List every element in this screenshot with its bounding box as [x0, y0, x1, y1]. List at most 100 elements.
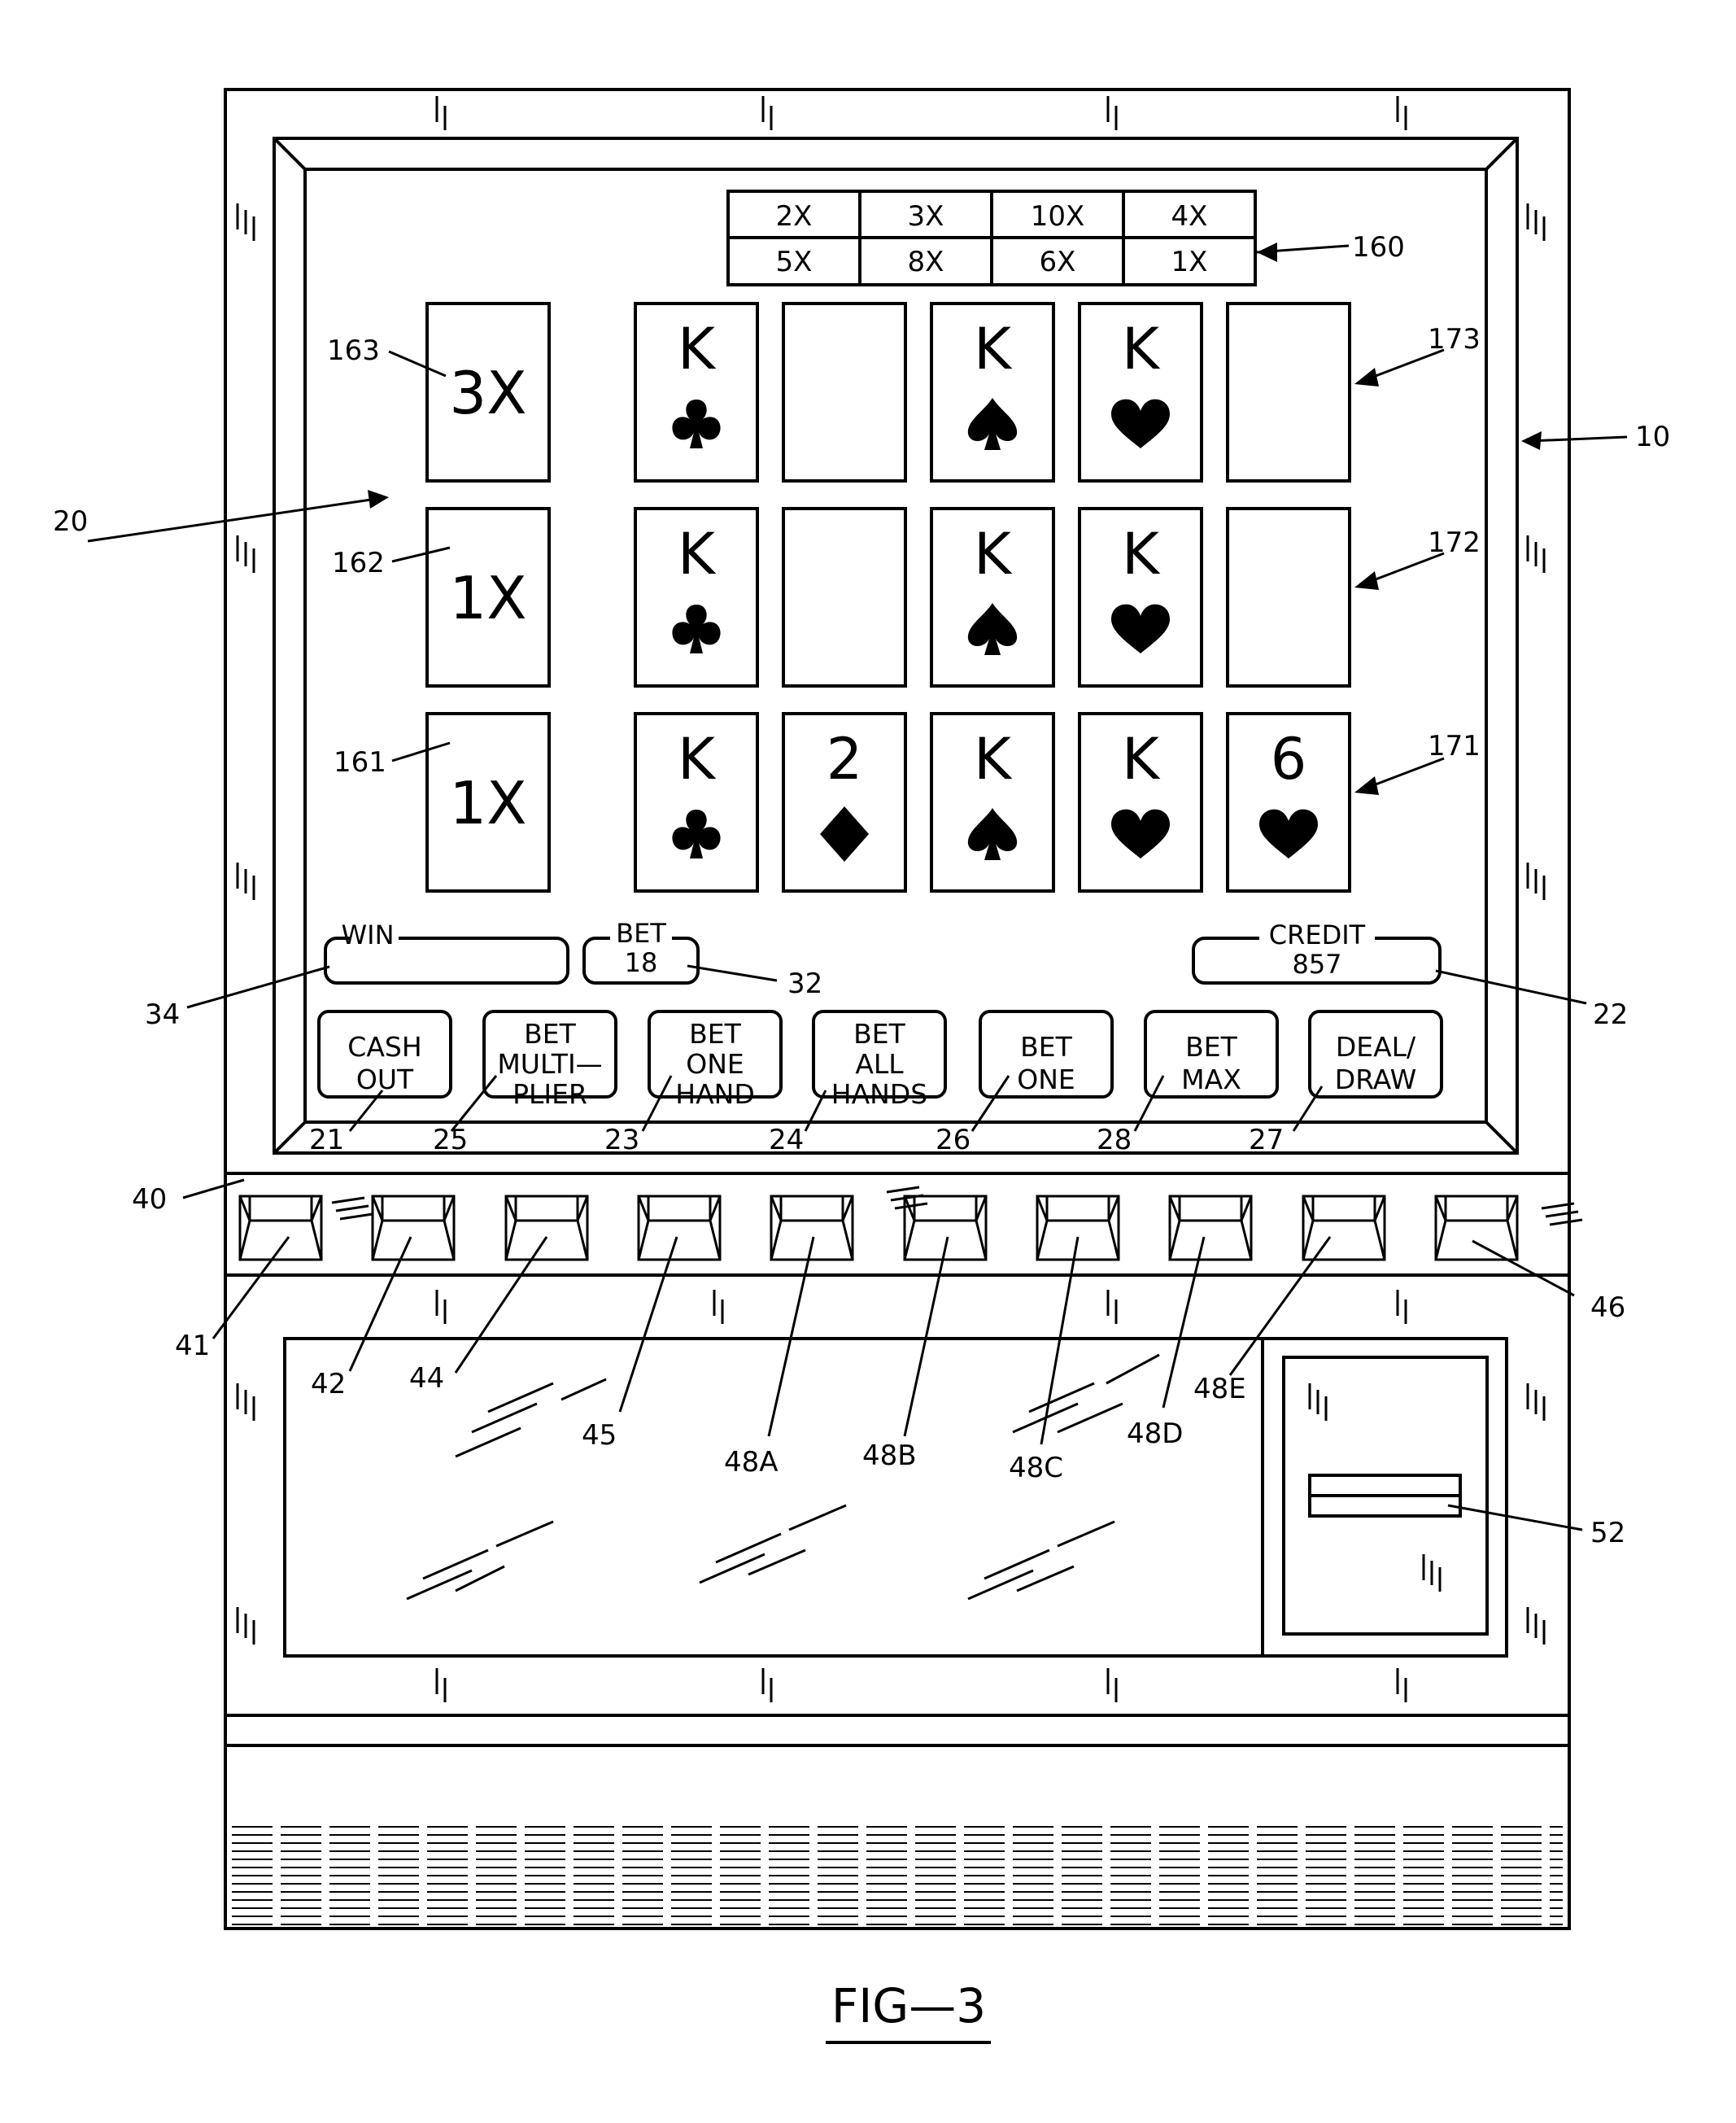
playing-card[interactable]	[1228, 509, 1350, 686]
physical-button[interactable]	[771, 1196, 853, 1260]
heart-suit-icon	[1259, 810, 1318, 858]
display-bezel	[274, 138, 1517, 1153]
club-suit-icon	[672, 605, 720, 653]
ref-173: 173	[1428, 323, 1481, 356]
ref-21: 21	[309, 1124, 344, 1156]
screen-button-label: ONE	[686, 1048, 744, 1080]
ref-10: 10	[1635, 421, 1670, 453]
ref-48E: 48E	[1193, 1373, 1246, 1405]
multiplier-table-cell: 6X	[1040, 246, 1076, 278]
multiplier-card-value: 1X	[449, 564, 526, 632]
screen-button-label: BET	[689, 1018, 741, 1050]
playing-card[interactable]: 6	[1228, 714, 1350, 891]
heart-suit-icon	[1111, 400, 1170, 448]
screen-button-label: MAX	[1181, 1064, 1241, 1095]
card-rank: K	[1122, 726, 1161, 793]
physical-button[interactable]	[1436, 1196, 1517, 1260]
screen-button-label: CASH	[347, 1031, 421, 1063]
screen-button-label: DEAL/	[1336, 1031, 1416, 1063]
screen-button[interactable]: BETONEHAND	[649, 1011, 781, 1110]
playing-card[interactable]: K	[931, 714, 1053, 891]
ref-25: 25	[433, 1124, 468, 1156]
physical-button[interactable]	[639, 1196, 720, 1260]
ref-162: 162	[332, 547, 385, 579]
playing-card[interactable]: K	[1080, 509, 1202, 686]
screen-button-label: BET	[1020, 1031, 1072, 1063]
physical-button[interactable]	[1037, 1196, 1119, 1260]
playing-card[interactable]: K	[635, 304, 757, 481]
physical-button[interactable]	[1303, 1196, 1385, 1260]
physical-button[interactable]	[506, 1196, 587, 1260]
ref-48D: 48D	[1127, 1418, 1183, 1450]
card-rank: K	[974, 316, 1013, 382]
ref-20: 20	[53, 505, 88, 538]
bet-value: 18	[625, 947, 658, 978]
multiplier-table-cell: 10X	[1031, 200, 1085, 233]
ref-42: 42	[311, 1368, 346, 1400]
playing-card[interactable]: K	[1080, 304, 1202, 481]
ref-160: 160	[1352, 231, 1405, 264]
card-rank: 6	[1271, 726, 1307, 793]
screen-button-label: PLIER	[513, 1078, 587, 1110]
multiplier-table-cell: 4X	[1171, 200, 1208, 233]
physical-button[interactable]	[373, 1196, 454, 1260]
screen-button[interactable]: DEAL/DRAW	[1310, 1011, 1442, 1097]
physical-button[interactable]	[1170, 1196, 1251, 1260]
card-rank: K	[974, 521, 1013, 588]
ref-48A: 48A	[724, 1446, 779, 1479]
playing-card[interactable]: K	[635, 714, 757, 891]
screen-button-label: DRAW	[1335, 1064, 1416, 1095]
screen-button-label: MULTI—	[497, 1048, 602, 1080]
multiplier-card: 3X	[427, 304, 549, 481]
screen-button-label: BET	[853, 1018, 905, 1050]
figure-title: FIG—3	[831, 1978, 986, 2033]
playing-card[interactable]: K	[931, 304, 1053, 481]
credit-label: CREDIT	[1269, 920, 1366, 950]
ref-22: 22	[1593, 998, 1628, 1031]
ref-40: 40	[132, 1183, 167, 1216]
screen-button-label: BET	[1185, 1031, 1237, 1063]
physical-button[interactable]	[240, 1196, 321, 1260]
screen-button[interactable]: BETMULTI—PLIER	[484, 1011, 616, 1110]
card-rank: K	[678, 726, 717, 793]
spade-suit-icon	[968, 603, 1017, 655]
playing-card[interactable]	[783, 509, 905, 686]
screen-button[interactable]: BETONE	[980, 1011, 1112, 1097]
ref-41: 41	[175, 1330, 210, 1362]
screen-button-label: HAND	[675, 1078, 755, 1110]
multiplier-table-cell: 5X	[776, 246, 813, 278]
diamond-suit-icon	[820, 806, 869, 862]
ref-44: 44	[409, 1362, 444, 1395]
ref-52: 52	[1590, 1517, 1625, 1549]
multiplier-table-cell: 3X	[908, 200, 944, 233]
credit-value: 857	[1292, 949, 1341, 980]
multiplier-card-value: 3X	[449, 359, 526, 427]
playing-card[interactable]: K	[1080, 714, 1202, 891]
screen-button[interactable]: CASHOUT	[319, 1011, 451, 1097]
screen-button[interactable]: BETMAX	[1145, 1011, 1277, 1097]
playing-card[interactable]: 2	[783, 714, 905, 891]
card-rank: K	[678, 521, 717, 588]
ref-32: 32	[787, 968, 822, 1000]
card-rank: K	[678, 316, 717, 382]
ref-27: 27	[1249, 1124, 1284, 1156]
screen-button[interactable]: BETALLHANDS	[813, 1011, 945, 1110]
playing-card[interactable]: K	[931, 509, 1053, 686]
ref-172: 172	[1428, 526, 1481, 559]
speaker-grille	[232, 1827, 1563, 1924]
ref-46: 46	[1590, 1291, 1625, 1324]
ref-48B: 48B	[862, 1439, 917, 1472]
card-rank: 2	[827, 726, 863, 793]
ref-24: 24	[769, 1124, 804, 1156]
playing-card[interactable]	[1228, 304, 1350, 481]
multiplier-card: 1X	[427, 714, 549, 891]
playing-card[interactable]	[783, 304, 905, 481]
card-rank: K	[974, 726, 1013, 793]
heart-suit-icon	[1111, 605, 1170, 653]
multiplier-table-cell: 8X	[908, 246, 944, 278]
playing-card[interactable]: K	[635, 509, 757, 686]
multiplier-card: 1X	[427, 509, 549, 686]
ref-26: 26	[936, 1124, 971, 1156]
club-suit-icon	[672, 400, 720, 448]
